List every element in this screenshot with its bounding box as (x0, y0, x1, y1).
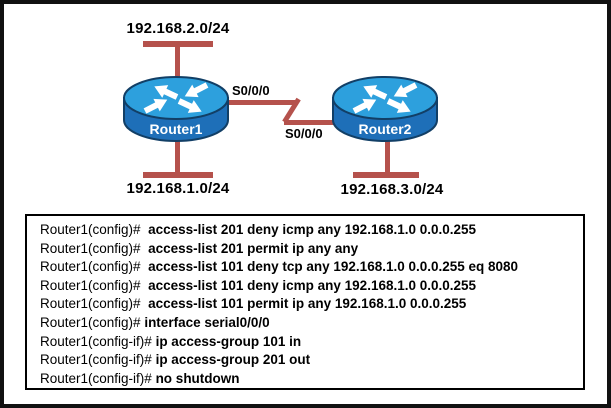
cli-prompt: Router1(config)# (40, 296, 149, 312)
serial-interface-label-router2: S0/0/0 (285, 126, 323, 141)
router2-label: Router2 (359, 121, 412, 137)
cli-line-1: Router1(config)# access-list 201 deny ic… (40, 221, 579, 240)
router-arrows-icon (143, 82, 209, 114)
cli-line-4: Router1(config)# access-list 101 deny ic… (40, 277, 579, 296)
cli-command: ip access-group 201 out (155, 352, 311, 368)
cli-line-6: Router1(config)# interface serial0/0/0 (40, 314, 579, 333)
cli-command: access-list 201 deny icmp any 192.168.1.… (148, 222, 477, 237)
cli-line-3: Router1(config)# access-list 101 deny tc… (40, 258, 579, 277)
cli-config-box: Router1(config)# access-list 201 deny ic… (25, 214, 585, 390)
network-segment-bar-bottom-right (353, 172, 419, 178)
router1-icon: Router1 (123, 76, 229, 142)
cli-command: no shutdown (155, 370, 240, 386)
serial-interface-label-router1: S0/0/0 (232, 83, 270, 98)
cli-command: ip access-group 101 in (155, 333, 302, 349)
cli-prompt: Router1(config)# (40, 314, 145, 330)
network-label-192-168-3: 192.168.3.0/24 (340, 181, 444, 198)
link-router1-net1 (175, 129, 180, 174)
cli-command: access-list 101 deny tcp any 192.168.1.0… (148, 259, 519, 275)
router-arrows-icon (352, 82, 418, 114)
cli-prompt: Router1(config)# (40, 222, 149, 237)
cli-line-8: Router1(config-if)# ip access-group 201 … (40, 351, 579, 370)
cli-command: interface serial0/0/0 (144, 314, 270, 330)
router2-icon: Router2 (332, 76, 438, 142)
cli-prompt: Router1(config-if)# (40, 352, 156, 368)
cli-command: access-list 201 permit ip any any (148, 240, 359, 256)
cli-line-2: Router1(config)# access-list 201 permit … (40, 240, 579, 259)
cli-command: access-list 101 deny icmp any 192.168.1.… (148, 277, 477, 293)
link-router2-net3 (385, 136, 390, 176)
network-segment-bar-bottom-left (143, 172, 213, 178)
network-segment-bar-top (143, 41, 213, 47)
cli-prompt: Router1(config)# (40, 240, 149, 256)
cli-prompt: Router1(config-if)# (40, 333, 156, 349)
network-label-192-168-1: 192.168.1.0/24 (126, 180, 230, 197)
network-label-192-168-2: 192.168.2.0/24 (126, 20, 230, 37)
cli-prompt: Router1(config)# (40, 259, 149, 275)
cli-line-7: Router1(config-if)# ip access-group 101 … (40, 333, 579, 352)
link-router1-net2 (175, 45, 180, 95)
cli-line-5: Router1(config)# access-list 101 permit … (40, 295, 579, 314)
serial-link-lower-segment (284, 120, 334, 125)
cli-prompt: Router1(config)# (40, 277, 149, 293)
cli-line-9: Router1(config-if)# no shutdown (40, 370, 579, 389)
cli-command: access-list 101 permit ip any 192.168.1.… (148, 296, 467, 312)
router1-label: Router1 (150, 121, 203, 137)
cli-prompt: Router1(config-if)# (40, 370, 156, 386)
serial-link-upper-segment (226, 100, 298, 105)
